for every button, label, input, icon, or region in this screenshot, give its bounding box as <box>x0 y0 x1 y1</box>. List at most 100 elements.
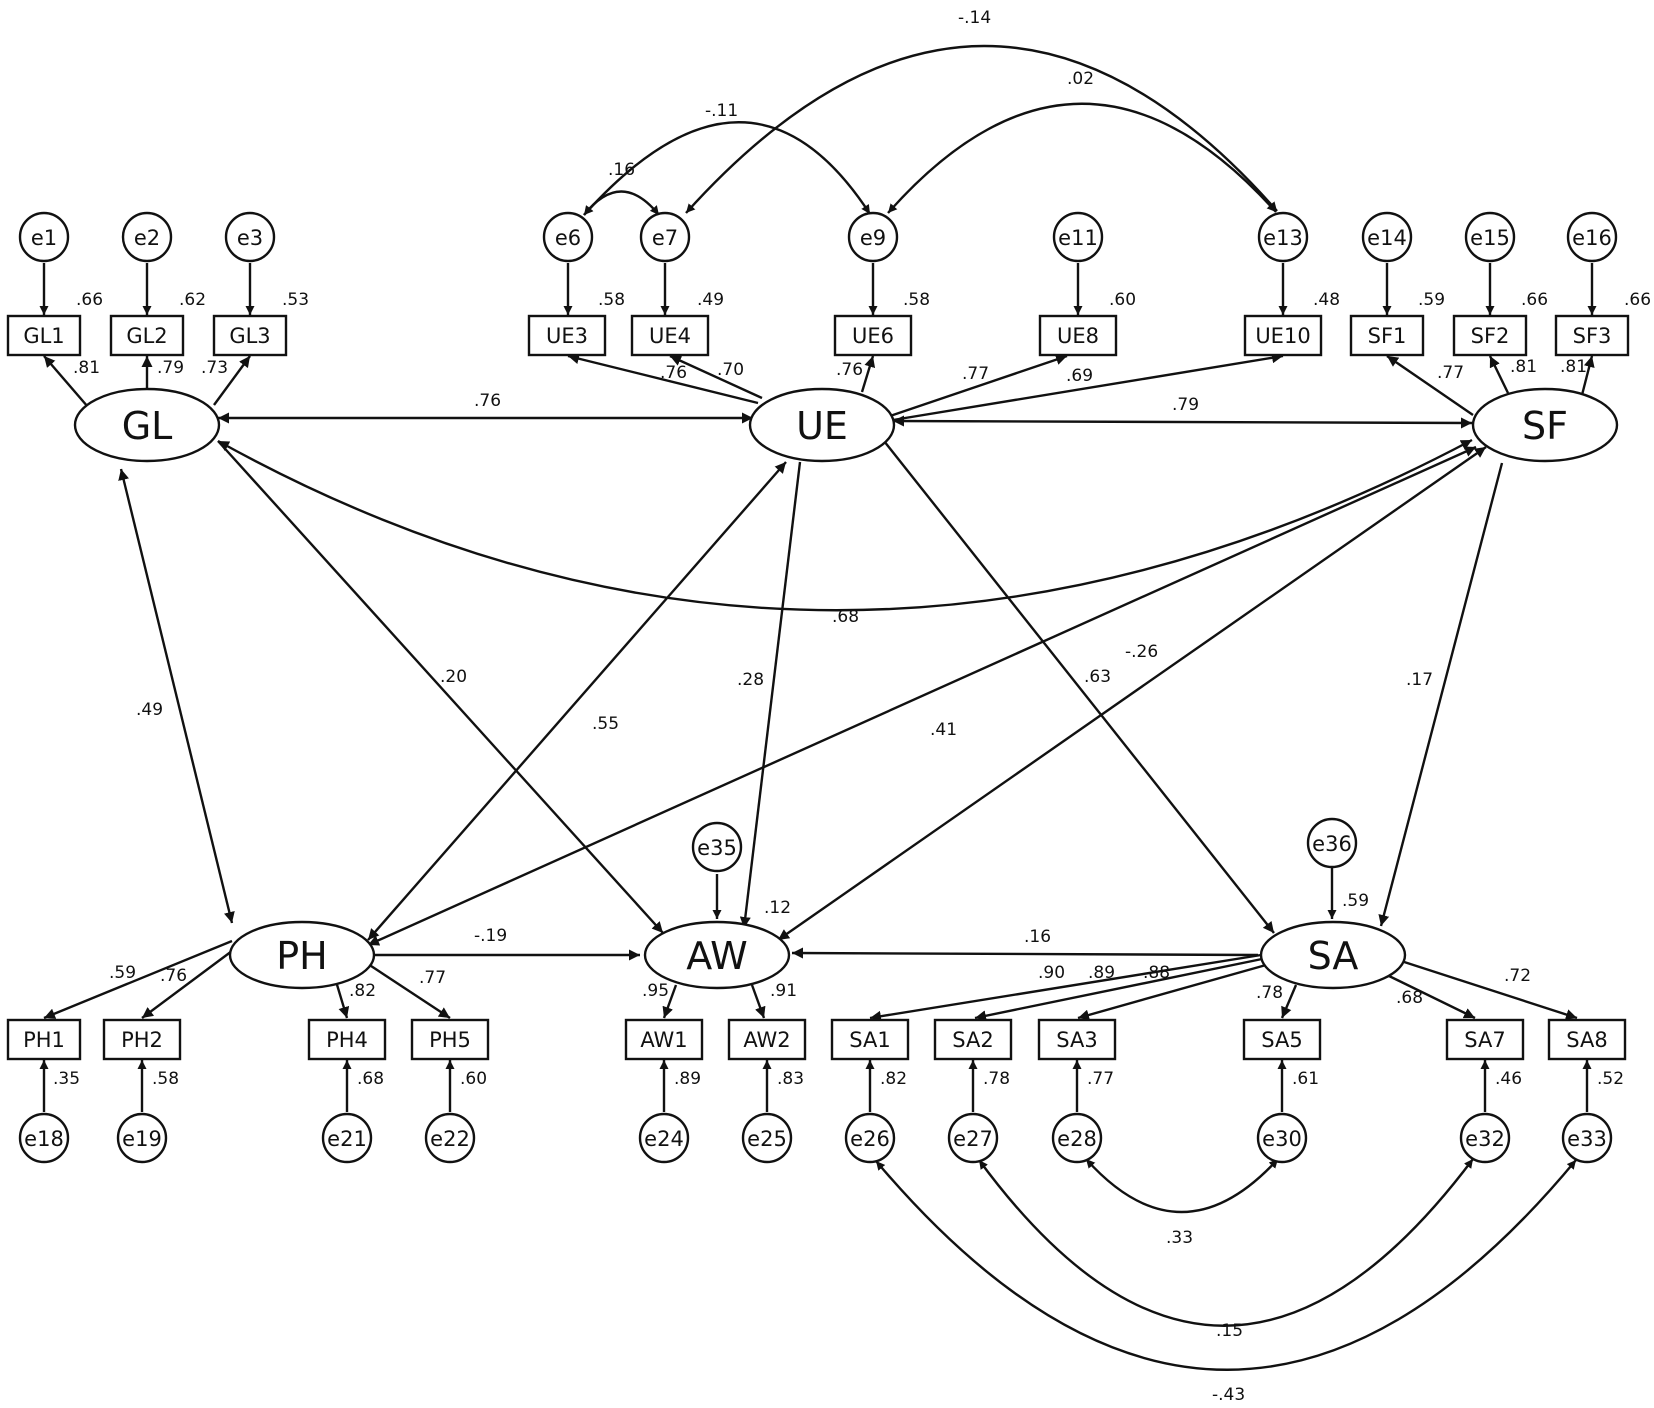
cov-label-e6-e9: -.11 <box>705 101 738 121</box>
r2-sa3: .77 <box>1087 1069 1114 1089</box>
r2-ph1: .35 <box>53 1069 80 1089</box>
error-e18 <box>18 1112 70 1164</box>
loading-label-ue4: .70 <box>717 360 744 380</box>
cov-label-e9-e13: .02 <box>1067 69 1094 89</box>
indicator-sa5 <box>1242 1018 1322 1061</box>
coef-sa-aw: .16 <box>1024 927 1051 947</box>
loading-aw1 <box>662 984 678 1019</box>
error-e2-label: e2 <box>134 226 160 250</box>
loading-labels: .81 .79 .73 .76 .70 .76 .77 .69 .77 .81 … <box>73 357 1587 1008</box>
cov-e28-e30 <box>1085 1158 1279 1214</box>
error-e33-label: e33 <box>1567 1127 1607 1151</box>
coef-gl-aw: .20 <box>440 667 467 687</box>
indicator-sa7 <box>1445 1018 1525 1061</box>
coef-ue-sf: .79 <box>1172 395 1199 415</box>
indicator-gl1 <box>6 314 82 357</box>
latent-ph-label: PH <box>276 934 328 978</box>
latent-ph <box>228 920 376 990</box>
error-e28 <box>1051 1112 1103 1164</box>
loading-gl1 <box>43 355 89 408</box>
r2-labels: .66 .62 .53 .58 .49 .58 .60 .48 .59 .66 … <box>53 290 1651 1089</box>
latent-sf-label: SF <box>1522 404 1568 448</box>
indicator-sa3 <box>1037 1018 1117 1061</box>
error-e14-label: e14 <box>1367 226 1407 250</box>
coef-sf-aw: -.26 <box>1125 642 1158 662</box>
coef-gl-sf: .68 <box>832 607 859 627</box>
cov-label-e6-e7: .16 <box>608 160 635 180</box>
path-sf-sa <box>1378 462 1504 927</box>
error-e27-label: e27 <box>953 1127 993 1151</box>
error-e14 <box>1361 211 1413 263</box>
loading-label-gl2: .79 <box>157 358 184 378</box>
r2-gl3: .53 <box>282 290 309 310</box>
error-e24 <box>638 1112 690 1164</box>
indicator-sf2-label: SF2 <box>1471 324 1510 348</box>
r2-ue8: .60 <box>1109 290 1136 310</box>
r2-sa5: .61 <box>1292 1069 1319 1089</box>
loading-sa2 <box>974 957 1263 1022</box>
coef-sf-sa: .17 <box>1406 670 1433 690</box>
error-e16 <box>1566 211 1618 263</box>
error-e22-label: e22 <box>430 1127 470 1151</box>
error-e2 <box>121 211 173 263</box>
latent-sa-label: SA <box>1308 934 1359 978</box>
loading-sa8 <box>1397 958 1578 1020</box>
error-e27 <box>947 1112 999 1164</box>
r2-aw1: .89 <box>674 1069 701 1089</box>
loading-sf1 <box>1386 355 1474 416</box>
indicator-ph2 <box>102 1018 182 1061</box>
indicator-sa5-label: SA5 <box>1261 1028 1302 1052</box>
loading-label-sa7: .68 <box>1396 988 1423 1008</box>
loading-label-sf3: .81 <box>1560 357 1587 377</box>
r2-ue6: .58 <box>903 290 930 310</box>
error-e19 <box>116 1112 168 1164</box>
observed-variables: GL1 GL2 GL3 UE3 UE4 UE6 UE8 UE10 SF1 SF2… <box>6 314 1630 1061</box>
indicator-sf3 <box>1554 314 1630 357</box>
latent-sa <box>1259 920 1407 990</box>
indicator-aw1-label: AW1 <box>640 1028 687 1052</box>
loading-ue10 <box>892 352 1284 422</box>
error-e36-label: e36 <box>1312 832 1352 856</box>
indicator-ue10-label: UE10 <box>1255 324 1310 348</box>
loading-label-ue8: .77 <box>962 364 989 384</box>
error-covariances <box>583 44 1577 1371</box>
r2-aw: .12 <box>764 898 791 918</box>
r2-ph4: .68 <box>357 1069 384 1089</box>
r2-gl2: .62 <box>179 290 206 310</box>
indicator-ph1 <box>6 1018 82 1061</box>
indicator-sf2 <box>1452 314 1528 357</box>
r2-sa7: .46 <box>1495 1069 1522 1089</box>
error-e3 <box>224 211 276 263</box>
path-ue-sf <box>892 415 1473 429</box>
path-ue-aw <box>739 461 802 929</box>
cov-label-e7-e13: -.14 <box>958 8 991 28</box>
error-e13 <box>1257 211 1309 263</box>
error-e11 <box>1052 211 1104 263</box>
loading-label-sa1: .90 <box>1038 963 1065 983</box>
indicator-ue10 <box>1243 314 1323 357</box>
coef-ph-aw: -.19 <box>474 926 507 946</box>
indicator-gl3 <box>212 314 288 357</box>
r2-gl1: .66 <box>76 290 103 310</box>
indicator-sa7-label: SA7 <box>1464 1028 1505 1052</box>
error-e21-label: e21 <box>327 1127 367 1151</box>
loading-label-sa5: .78 <box>1256 983 1283 1003</box>
loading-sf2 <box>1488 355 1510 394</box>
indicator-ue4-label: UE4 <box>649 324 691 348</box>
error-e35-label: e35 <box>697 836 737 860</box>
coef-ue-sa: .63 <box>1084 667 1111 687</box>
loading-ue4 <box>669 354 763 400</box>
indicator-gl1-label: GL1 <box>23 324 64 348</box>
coef-gl-ph: .49 <box>136 700 163 720</box>
error-e26 <box>844 1112 896 1164</box>
r2-ue3: .58 <box>598 290 625 310</box>
indicator-aw2-label: AW2 <box>743 1028 790 1052</box>
loading-sa5 <box>1280 984 1298 1019</box>
indicator-sa8 <box>1547 1018 1627 1061</box>
error-e15-label: e15 <box>1470 226 1510 250</box>
loading-ph2 <box>141 944 241 1019</box>
error-e24-label: e24 <box>644 1127 684 1151</box>
error-e19-label: e19 <box>122 1127 162 1151</box>
loading-sa3 <box>1077 963 1267 1021</box>
